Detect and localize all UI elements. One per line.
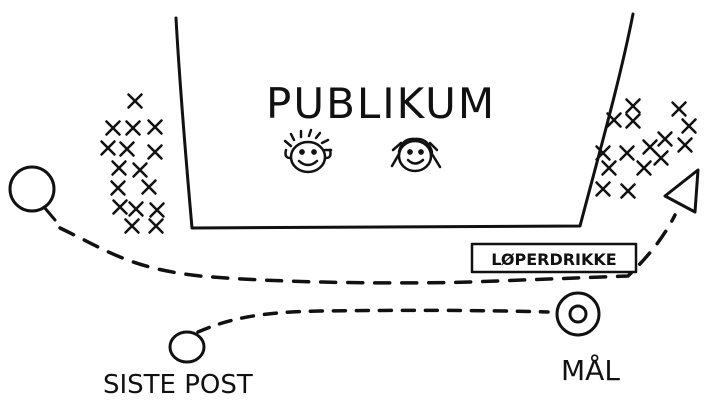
- spectator-cross-icon: [110, 180, 126, 196]
- spectator-cross-icon: [147, 144, 163, 160]
- finish-label: MÅL: [561, 353, 620, 387]
- spectator-cross-icon: [677, 137, 693, 153]
- spectator-cross-icon: [149, 202, 165, 218]
- start-control-circle-icon: [8, 165, 57, 222]
- smiley-face-icon: [283, 128, 333, 174]
- spectator-cross-icon: [606, 112, 622, 128]
- water-station-sign: LØPERDRIKKE: [470, 242, 638, 274]
- spectator-cross-icon: [124, 218, 140, 234]
- spectator-cross-icon: [105, 120, 121, 136]
- spectator-cross-icon: [625, 113, 641, 129]
- spectator-cross-icon: [100, 140, 116, 156]
- spectator-cross-icon: [653, 150, 669, 166]
- spectator-cross-icon: [147, 119, 163, 135]
- spectator-area-label: PUBLIKUM: [266, 79, 496, 128]
- spectator-cross-icon: [601, 160, 617, 176]
- spectator-cross-icon: [657, 131, 673, 147]
- spectator-cross-icon: [125, 120, 141, 136]
- spectator-cross-icon: [127, 93, 143, 109]
- spectator-cross-icon: [671, 101, 687, 117]
- spectator-cross-icon: [620, 183, 636, 199]
- spectator-cross-icon: [128, 201, 144, 217]
- finish-double-circle-icon: [555, 291, 601, 337]
- spectator-cross-icon: [141, 179, 157, 195]
- spectator-cross-icon: [148, 218, 164, 234]
- route-lower-dashed-line: [196, 308, 550, 334]
- route-upper-dashed-line: [58, 213, 677, 285]
- smiley-face-icon: [390, 137, 442, 173]
- last-control-circle-icon: [168, 330, 206, 364]
- start-triangle-icon: [663, 168, 700, 214]
- spectator-cross-icon: [681, 118, 697, 134]
- water-station-label: LØPERDRIKKE: [491, 250, 616, 269]
- spectator-cross-icon: [112, 199, 128, 215]
- spectator-cross-icon: [636, 160, 652, 176]
- spectator-area-outline: [174, 12, 635, 230]
- last-control-label: SISTE POST: [103, 370, 253, 400]
- spectator-cross-icon: [625, 98, 641, 114]
- spectator-crosses-right: [595, 98, 697, 199]
- spectator-cross-icon: [619, 145, 635, 161]
- spectator-cross-icon: [119, 141, 135, 157]
- spectator-cross-icon: [111, 160, 127, 176]
- spectator-cross-icon: [132, 162, 148, 178]
- spectator-cross-icon: [595, 145, 611, 161]
- spectator-crosses-left: [100, 93, 165, 234]
- spectator-cross-icon: [595, 181, 611, 197]
